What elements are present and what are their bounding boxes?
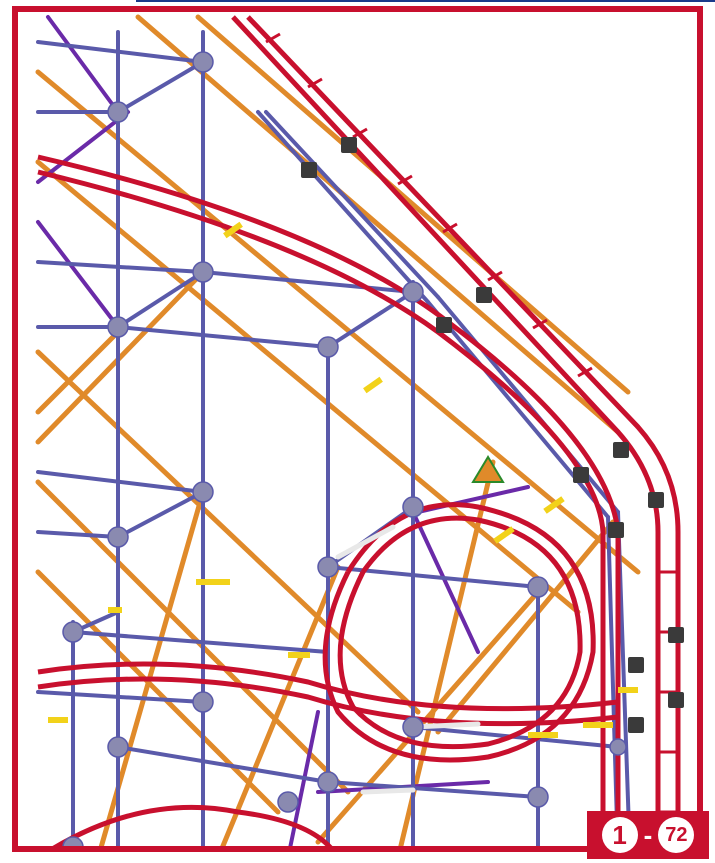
connector-hub-icon bbox=[62, 51, 627, 846]
page-number: 72 bbox=[658, 817, 695, 853]
orange-rods bbox=[35, 14, 641, 846]
track-rails bbox=[37, 15, 681, 846]
illustration-panel bbox=[12, 6, 703, 852]
green-triangle-connector bbox=[471, 455, 505, 483]
page-separator: - bbox=[643, 819, 653, 850]
chapter-number: 1 bbox=[601, 817, 638, 853]
blue-rods bbox=[36, 30, 632, 846]
clip-icon bbox=[48, 221, 638, 738]
track-block-icons bbox=[301, 137, 684, 733]
top-rule bbox=[136, 0, 715, 2]
page-number-badge: 1 - 72 bbox=[587, 811, 709, 859]
white-rods bbox=[335, 524, 481, 795]
coaster-illustration bbox=[35, 14, 684, 846]
